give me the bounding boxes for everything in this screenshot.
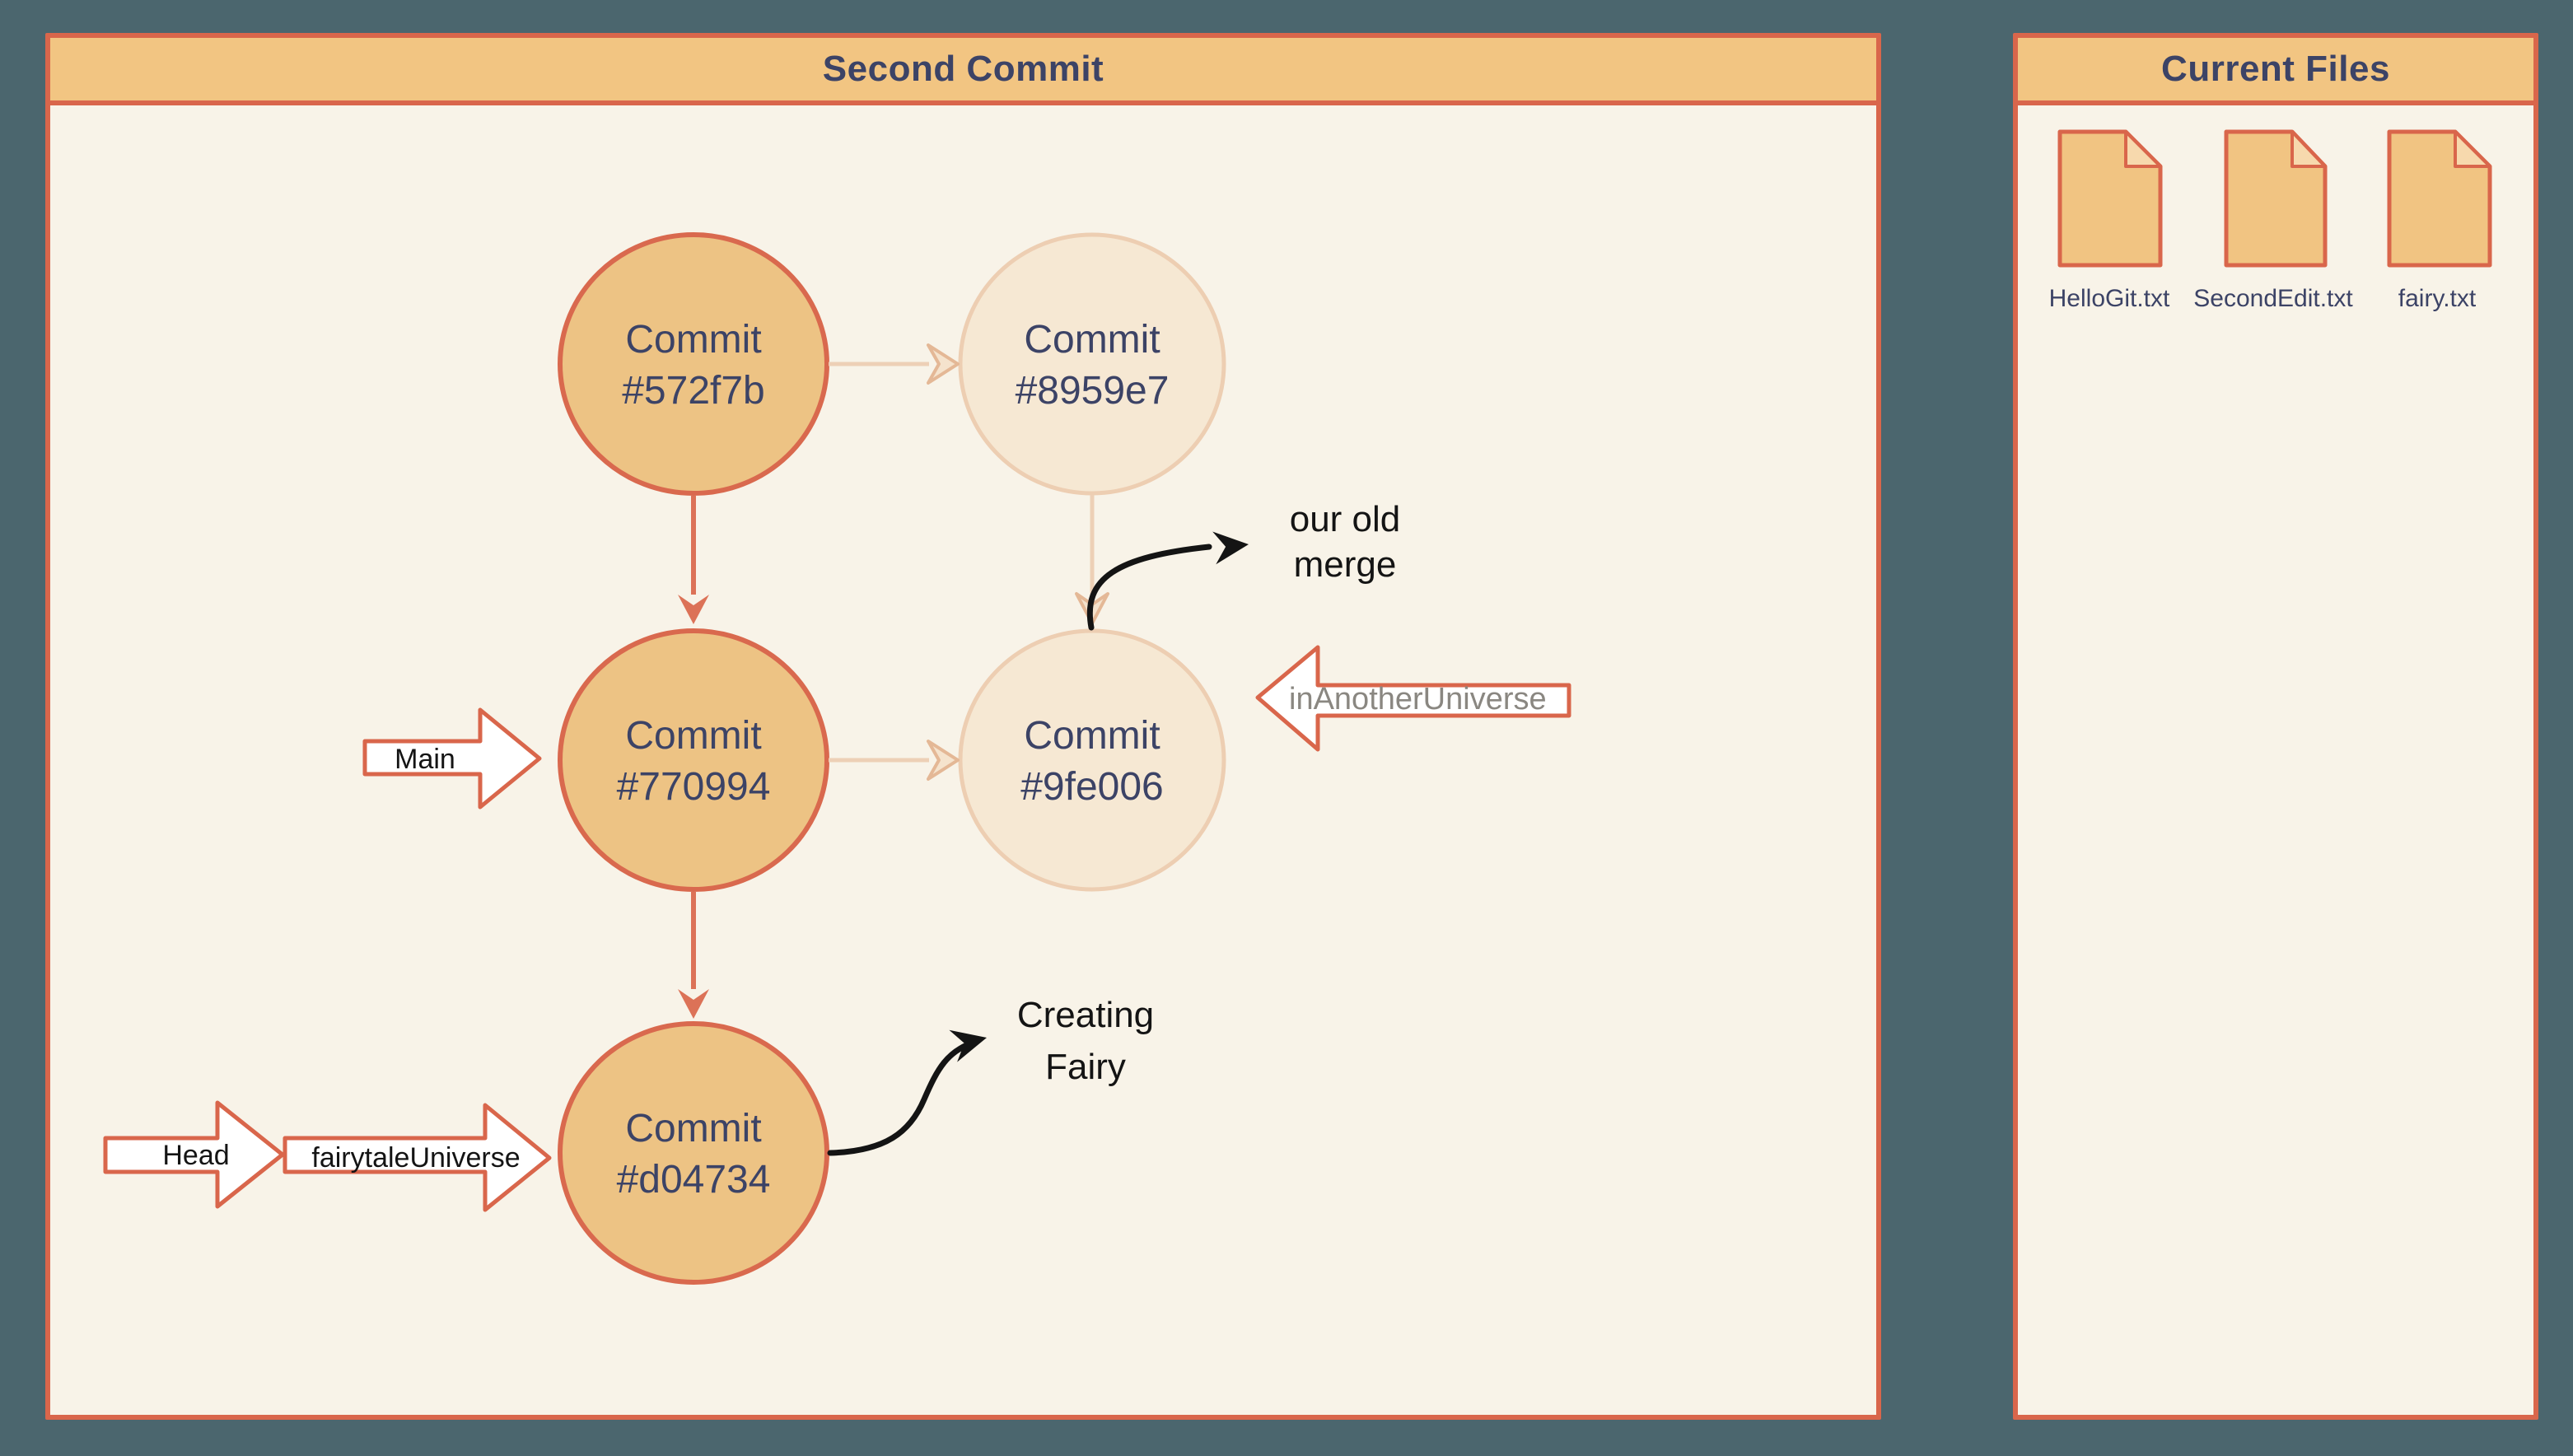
edge-572f7b-to-8959e7 [829,343,960,385]
old-merge-callout-arrow [1086,531,1249,631]
commit-8959e7-line1: Commit [1024,318,1160,362]
old-merge-annotation: our old merge [1290,499,1401,585]
file-label-hellogit: HelloGit.txt [2049,285,2170,312]
edge-770994-to-d04734 [678,892,709,1019]
commit-8959e7-line2: #8959e7 [1016,369,1170,413]
fairytale-branch-label: fairytaleUniverse [311,1142,520,1174]
commit-node-9fe006: Commit #9fe006 [958,628,1226,892]
fairytale-branch-arrow: fairytaleUniverse [283,1103,552,1212]
svg-text:Fairy: Fairy [1045,1047,1126,1087]
commit-node-572f7b: Commit #572f7b [558,232,829,496]
commit-node-d04734: Commit #d04734 [558,1021,829,1285]
commit-d04734-line2: #d04734 [617,1158,771,1202]
commit-770994-line1: Commit [625,714,761,758]
file-icon-hellogit [2057,129,2163,268]
head-pointer-arrow: Head [103,1100,285,1209]
head-pointer-label: Head [162,1140,229,1171]
current-files-panel-title: Current Files [2161,49,2390,89]
main-branch-arrow: Main [362,707,542,810]
current-files-panel-header: Current Files [2018,38,2533,105]
svg-text:our old: our old [1290,499,1401,539]
commit-node-770994: Commit #770994 [558,628,829,892]
commit-770994-line2: #770994 [617,765,771,809]
commit-node-8959e7: Commit #8959e7 [958,232,1226,496]
file-icon-secondedit [2224,129,2328,268]
edge-770994-to-9fe006 [829,740,960,781]
commit-572f7b-line1: Commit [625,318,761,362]
commit-graph-panel-header: Second Commit [50,38,1876,105]
main-branch-label: Main [395,744,455,775]
commit-9fe006-line2: #9fe006 [1020,765,1164,809]
svg-text:merge: merge [1294,544,1397,585]
commit-572f7b-line2: #572f7b [622,369,765,413]
edge-572f7b-to-770994 [678,496,709,624]
in-another-universe-branch-arrow: inAnotherUniverse [1255,645,1571,752]
commit-d04734-line1: Commit [625,1107,761,1150]
commit-9fe006-line1: Commit [1024,714,1160,758]
in-another-universe-label: inAnotherUniverse [1289,682,1547,716]
file-icon-fairy [2387,129,2492,268]
file-label-secondedit: SecondEdit.txt [2193,285,2353,312]
svg-text:Creating: Creating [1017,995,1154,1035]
file-label-fairy: fairy.txt [2398,285,2477,312]
creating-fairy-callout-arrow [827,1029,987,1156]
commit-graph-panel-title: Second Commit [822,49,1104,89]
creating-fairy-annotation: Creating Fairy [1017,995,1154,1087]
